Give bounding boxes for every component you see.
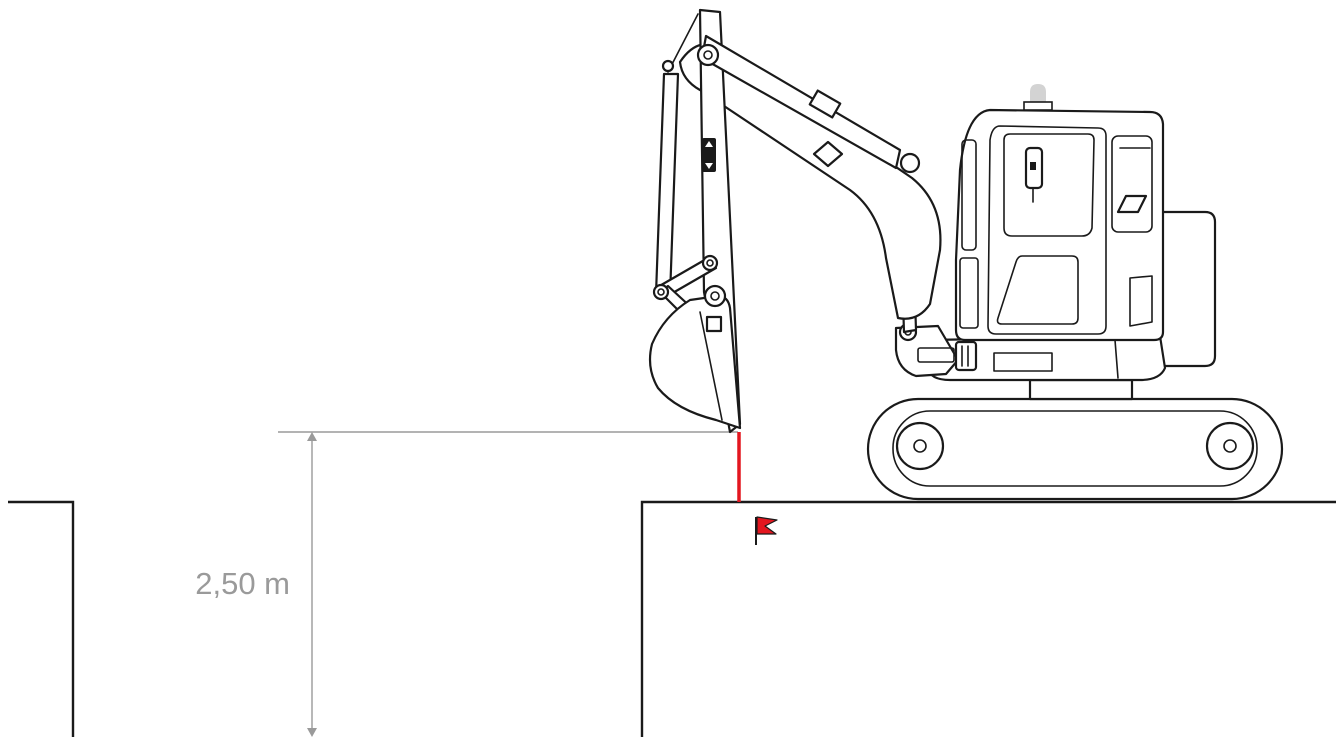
beacon-light bbox=[1030, 84, 1046, 104]
bucket-cylinder bbox=[654, 72, 680, 298]
ground-profile bbox=[8, 500, 1336, 737]
dimension-arrow-up-icon bbox=[307, 432, 317, 441]
arm-decal-icon bbox=[702, 138, 716, 172]
rear-sprocket-wheel bbox=[1205, 421, 1255, 471]
boom-decal-icon bbox=[812, 140, 844, 168]
base-plate bbox=[993, 352, 1053, 372]
height-label: 2,50 m bbox=[195, 566, 290, 601]
swing-bearing bbox=[1028, 378, 1134, 401]
height-dimension: 2,50 m bbox=[195, 431, 738, 737]
rear-side-window bbox=[1111, 135, 1153, 233]
left-pit-wall bbox=[8, 500, 75, 737]
cab-window bbox=[1003, 133, 1095, 237]
dimension-arrow-down-icon bbox=[307, 728, 317, 737]
rear-vent bbox=[1129, 275, 1153, 327]
cab-lower-window bbox=[996, 255, 1079, 325]
excavator bbox=[648, 8, 1284, 501]
counterweight bbox=[1148, 210, 1217, 368]
cab bbox=[954, 108, 1165, 342]
track-assembly bbox=[866, 397, 1284, 501]
model-decal-icon bbox=[1116, 194, 1148, 214]
cab-door-frame bbox=[987, 125, 1107, 335]
bucket-decal-icon bbox=[705, 315, 723, 333]
red-flag-icon bbox=[755, 516, 778, 545]
right-ground-surface bbox=[640, 500, 1336, 737]
front-idler-wheel bbox=[895, 421, 945, 471]
bucket bbox=[648, 294, 742, 430]
